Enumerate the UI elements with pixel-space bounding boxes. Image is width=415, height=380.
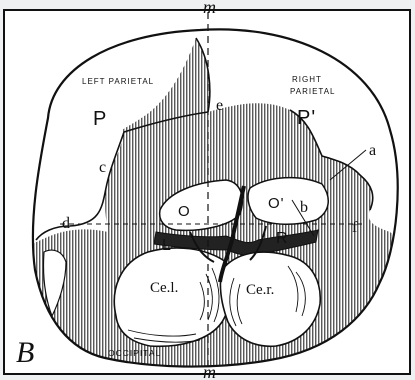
l-label: L <box>162 237 172 254</box>
o-right-label: O' <box>268 195 285 212</box>
figure-letter: B <box>16 336 34 369</box>
r-label: R <box>276 230 289 247</box>
right-parietal-label-line2: PARIETAL <box>290 87 336 96</box>
cel-label: Ce.l. <box>150 280 178 296</box>
b-label: b <box>300 199 308 216</box>
occipital-label: OCCIPITAL <box>108 348 161 358</box>
o-left-label: O <box>178 203 191 220</box>
midline-bottom-label: m <box>203 362 216 380</box>
p-right-label: P' <box>297 107 316 129</box>
d-label: d <box>62 215 70 232</box>
cer-label: Ce.r. <box>246 282 274 298</box>
occipital-lobe-right <box>248 178 328 225</box>
p-left-label: P <box>93 108 107 130</box>
left-parietal-label: LEFT PARIETAL <box>82 77 154 86</box>
e-label: e <box>216 97 223 114</box>
a-label: a <box>369 142 376 159</box>
right-parietal-label-line1: RIGHT <box>292 75 322 84</box>
f-label: f <box>352 219 358 236</box>
c-label: c <box>99 159 106 176</box>
cerebellum-left <box>114 248 231 346</box>
midline-top-label: m <box>203 0 216 17</box>
